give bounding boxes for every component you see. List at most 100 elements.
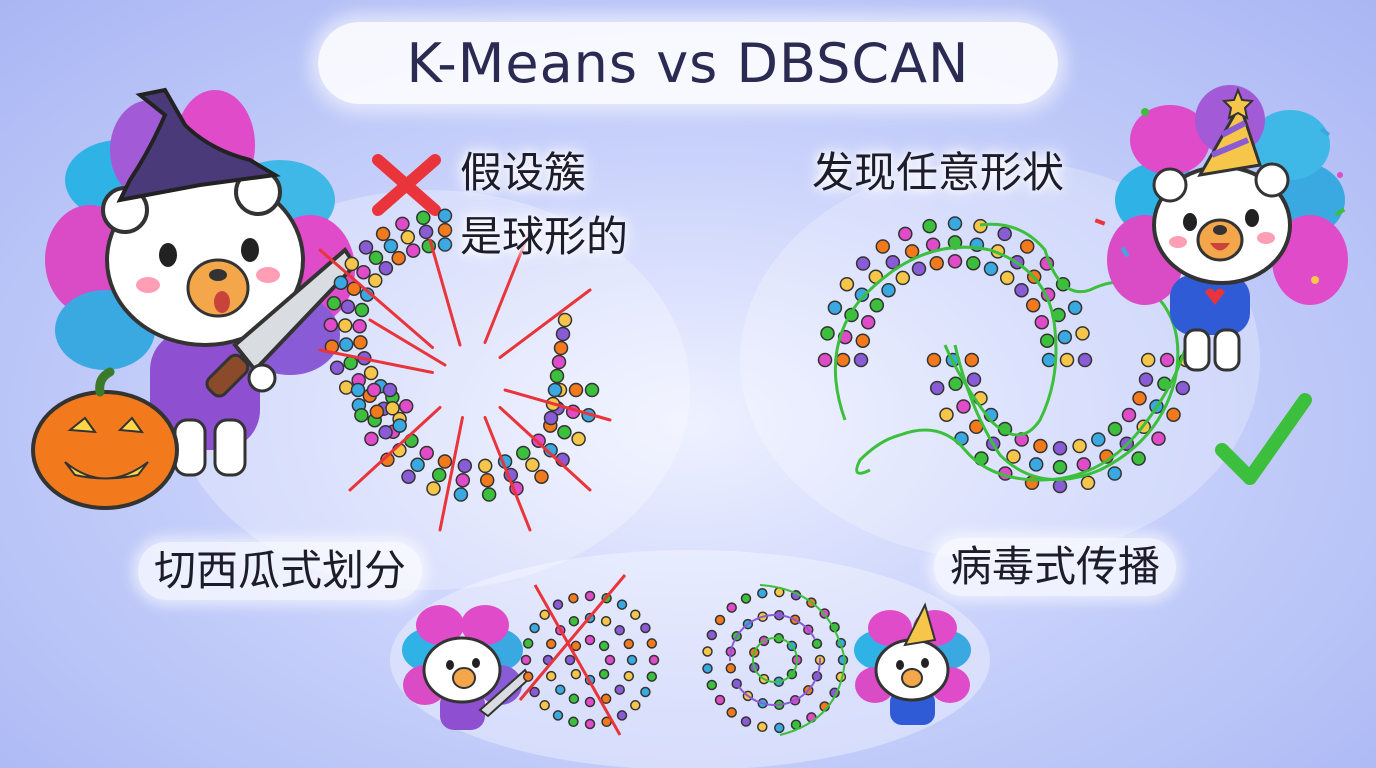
scatter-point <box>1075 326 1090 341</box>
scatter-point <box>539 700 550 711</box>
scatter-point <box>929 380 945 396</box>
scatter-point <box>726 707 737 718</box>
scatter-point <box>545 638 557 650</box>
scatter-point <box>534 469 549 484</box>
scatter-point <box>584 718 596 730</box>
scatter-point <box>568 382 584 398</box>
cut-line <box>348 406 442 492</box>
scatter-point <box>598 668 610 680</box>
scatter-point <box>1052 478 1068 494</box>
scatter-point <box>395 216 410 232</box>
scatter-point <box>437 222 453 238</box>
scatter-point <box>418 224 434 240</box>
scatter-point <box>555 326 571 342</box>
scatter-point <box>529 622 540 634</box>
scatter-point <box>964 352 980 368</box>
scatter-point <box>827 300 843 316</box>
scatter-point <box>323 317 339 333</box>
scatter-point <box>757 721 768 733</box>
title-banner: K-Means vs DBSCAN <box>318 22 1058 104</box>
scatter-point <box>401 469 416 484</box>
scatter-point <box>570 668 582 680</box>
scatter-point <box>378 424 393 440</box>
scatter-point <box>356 264 371 280</box>
scatter-point <box>522 671 534 682</box>
scatter-point <box>1072 438 1087 454</box>
scatter-point <box>881 282 896 298</box>
scatter-point <box>426 481 441 496</box>
scatter-point <box>391 250 406 266</box>
scatter-point <box>598 640 610 652</box>
cut-line <box>498 406 592 492</box>
kmeans-assumption-line2: 是球形的 <box>460 212 629 261</box>
scatter-point <box>600 693 612 705</box>
scatter-point <box>1091 432 1106 447</box>
scatter-point <box>623 670 635 682</box>
scatter-point <box>568 716 579 728</box>
scatter-point <box>1132 391 1147 406</box>
scatter-point <box>702 663 713 674</box>
scatter-point <box>352 318 367 334</box>
dbscan-mascot <box>1094 85 1348 372</box>
scatter-point <box>726 602 737 613</box>
scatter-point <box>616 710 628 721</box>
scatter-point <box>706 629 718 641</box>
scatter-point <box>584 634 596 646</box>
scatter-point <box>419 445 434 461</box>
scatter-point <box>329 360 345 376</box>
kmeans-mascot <box>31 87 358 510</box>
cut-line <box>318 248 434 349</box>
scatter-point <box>333 275 349 290</box>
scatter-point <box>516 445 531 461</box>
kmeans-assumption-line1: 假设簇 <box>460 148 587 197</box>
scatter-point <box>817 352 833 368</box>
scatter-point <box>552 599 564 610</box>
scatter-point <box>929 255 944 271</box>
scatter-point <box>1131 451 1146 466</box>
scatter-point <box>350 382 366 398</box>
check-mark-icon <box>1215 393 1312 485</box>
scatter-point <box>1140 352 1156 368</box>
scatter-point <box>539 609 550 620</box>
scatter-point <box>702 646 713 657</box>
scatter-point <box>1121 407 1137 423</box>
scatter-point <box>623 638 635 650</box>
scatter-point <box>1107 466 1122 481</box>
kmeans-caption: 切西瓜式划分 <box>138 542 423 600</box>
cut-line <box>503 388 612 422</box>
scatter-point <box>392 418 407 433</box>
scatter-point <box>740 593 752 604</box>
cut-line <box>438 416 464 532</box>
scatter-point <box>646 638 658 649</box>
scatter-point <box>875 239 891 254</box>
scatter-point <box>604 654 616 666</box>
scatter-point <box>570 640 582 652</box>
scatter-point <box>757 587 768 599</box>
scatter-point <box>999 270 1015 286</box>
mini-dbscan-mascot <box>854 602 971 725</box>
scatter-point <box>614 625 625 636</box>
scatter-point <box>398 398 414 414</box>
scatter-point <box>358 240 374 255</box>
scatter-point <box>457 458 473 474</box>
scatter-point <box>568 693 580 705</box>
scatter-point <box>855 256 871 271</box>
scatter-point <box>1039 333 1055 348</box>
scatter-point <box>543 410 559 426</box>
scatter-point <box>344 256 360 272</box>
scatter-point <box>714 694 726 706</box>
scatter-point <box>479 472 495 488</box>
scatter-point <box>564 654 576 666</box>
scatter-point <box>640 622 651 634</box>
scatter-point <box>630 609 641 620</box>
scatter-point <box>437 208 453 223</box>
scatter-point <box>997 226 1012 242</box>
dbscan-scatter <box>817 216 1194 494</box>
scatter-point <box>545 670 557 682</box>
scatter-point <box>600 615 612 627</box>
cut-line <box>483 228 532 344</box>
cut-line <box>428 238 462 347</box>
cut-line <box>498 288 592 359</box>
scatter-point <box>706 679 718 691</box>
